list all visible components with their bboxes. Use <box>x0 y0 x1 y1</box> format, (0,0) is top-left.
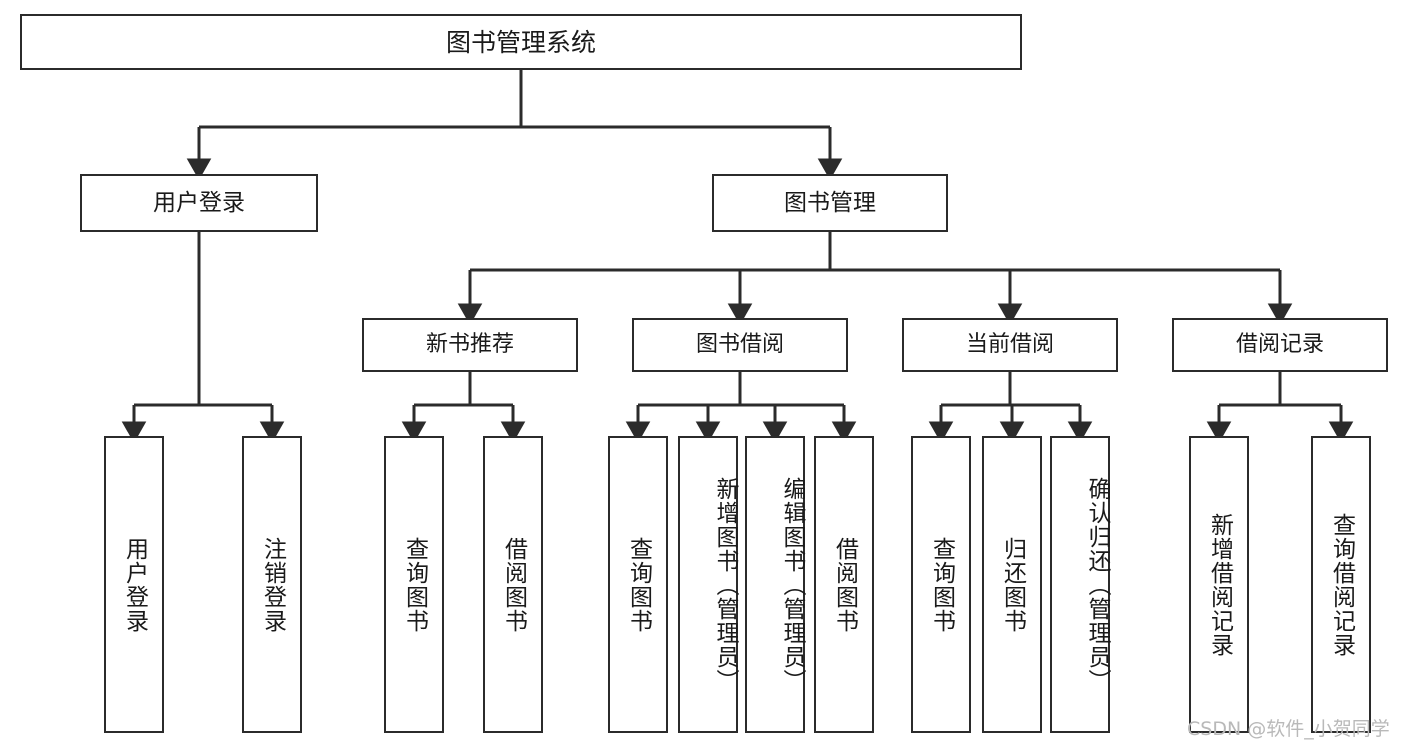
node-book-manage[interactable]: 图书管理 <box>712 174 948 232</box>
node-book-manage-label: 图书管理 <box>784 189 876 216</box>
node-leaf-user-login-label: 用户登录 <box>121 536 148 633</box>
node-leaf-add-record[interactable]: 新增借阅记录 <box>1189 436 1249 733</box>
node-leaf-add-record-label: 新增借阅记录 <box>1206 512 1233 657</box>
csdn-watermark: CSDN @软件_小贺同学 <box>1187 718 1390 740</box>
node-leaf-query-book-3-label: 查询图书 <box>928 536 955 633</box>
node-borrow-record-label: 借阅记录 <box>1235 332 1324 358</box>
node-leaf-confirm-return-label: 确认归还（管理员） <box>1084 476 1110 693</box>
node-new-book-recommend[interactable]: 新书推荐 <box>362 318 578 372</box>
node-current-borrow-label: 当前借阅 <box>965 332 1054 358</box>
node-leaf-confirm-return[interactable]: 确认归还（管理员） <box>1050 436 1110 733</box>
node-new-book-recommend-label: 新书推荐 <box>425 332 514 358</box>
node-leaf-query-book-1-label: 查询图书 <box>401 536 428 633</box>
node-book-borrow[interactable]: 图书借阅 <box>632 318 848 372</box>
node-leaf-user-logout-label: 注销登录 <box>259 536 286 633</box>
node-leaf-edit-book[interactable]: 编辑图书（管理员） <box>745 436 805 733</box>
node-leaf-query-record-label: 查询借阅记录 <box>1328 512 1355 657</box>
node-root-label: 图书管理系统 <box>445 27 596 57</box>
node-leaf-query-book-2-label: 查询图书 <box>625 536 652 633</box>
node-book-borrow-label: 图书借阅 <box>695 332 784 358</box>
node-leaf-borrow-book-2-label: 借阅图书 <box>831 536 858 633</box>
node-user-login-label: 用户登录 <box>153 189 245 216</box>
node-leaf-add-book[interactable]: 新增图书（管理员） <box>678 436 738 733</box>
node-current-borrow[interactable]: 当前借阅 <box>902 318 1118 372</box>
node-root[interactable]: 图书管理系统 <box>20 14 1022 70</box>
node-user-login[interactable]: 用户登录 <box>80 174 318 232</box>
node-leaf-borrow-book-1-label: 借阅图书 <box>500 536 527 633</box>
node-leaf-borrow-book-2[interactable]: 借阅图书 <box>814 436 874 733</box>
node-leaf-query-book-3[interactable]: 查询图书 <box>911 436 971 733</box>
node-leaf-return-book-label: 归还图书 <box>999 536 1026 633</box>
node-leaf-edit-book-label: 编辑图书（管理员） <box>779 476 805 693</box>
node-leaf-query-book-2[interactable]: 查询图书 <box>608 436 668 733</box>
node-leaf-user-login[interactable]: 用户登录 <box>104 436 164 733</box>
node-leaf-return-book[interactable]: 归还图书 <box>982 436 1042 733</box>
node-leaf-user-logout[interactable]: 注销登录 <box>242 436 302 733</box>
node-leaf-borrow-book-1[interactable]: 借阅图书 <box>483 436 543 733</box>
node-leaf-add-book-label: 新增图书（管理员） <box>712 476 738 693</box>
node-leaf-query-book-1[interactable]: 查询图书 <box>384 436 444 733</box>
node-leaf-query-record[interactable]: 查询借阅记录 <box>1311 436 1371 733</box>
node-borrow-record[interactable]: 借阅记录 <box>1172 318 1388 372</box>
